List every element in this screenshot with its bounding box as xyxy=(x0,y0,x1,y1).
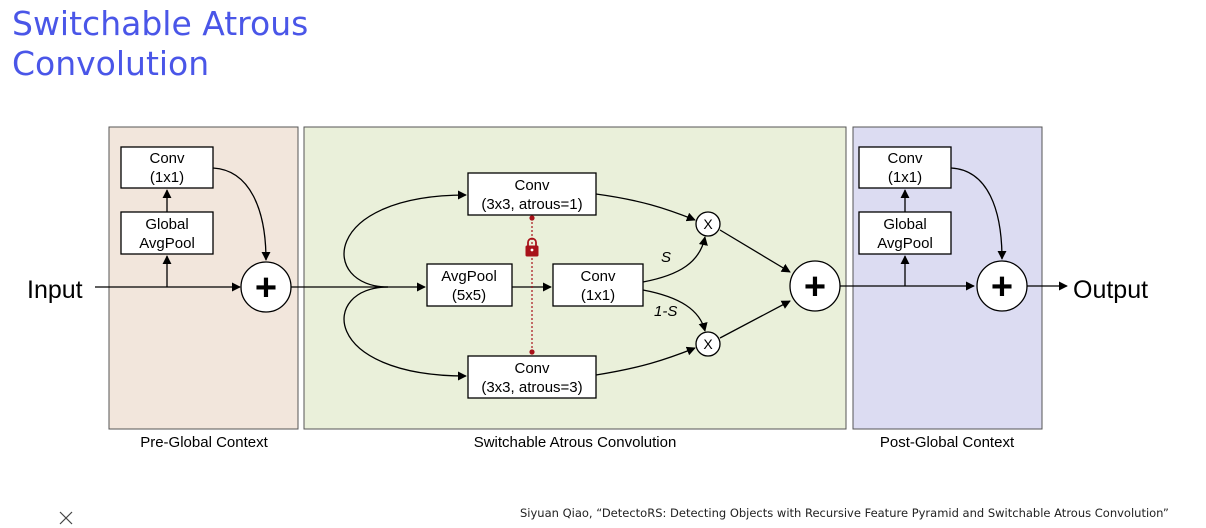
conv-1x1-box xyxy=(552,263,644,307)
pre-conv-line2: (1x1) xyxy=(150,169,184,186)
pre-global-context-caption: Pre-Global Context xyxy=(140,434,268,451)
output-label: Output xyxy=(1073,276,1148,304)
mult-top-symbol: X xyxy=(703,216,713,232)
s-to-mult-top xyxy=(642,236,708,283)
conv-atrous1-box xyxy=(467,172,597,216)
conv-atrous3-box xyxy=(467,355,597,399)
post-global-context-caption: Post-Global Context xyxy=(880,434,1015,451)
weight-share-bottom-dot xyxy=(529,349,535,355)
mult-bottom-circle xyxy=(695,331,721,357)
pre-conv-line1: Conv xyxy=(149,150,185,167)
post-conv-line2: (1x1) xyxy=(888,169,922,186)
pre-conv-box xyxy=(120,146,214,189)
conv-bottom-to-mult-bottom xyxy=(595,346,696,376)
post-plus-symbol: + xyxy=(991,266,1013,308)
title-line-2: Convolution xyxy=(12,44,210,83)
s-label: S xyxy=(661,249,671,266)
conv-top-to-mult-top xyxy=(595,193,696,222)
mult-top-circle xyxy=(695,211,721,237)
one-minus-s-label: 1-S xyxy=(654,303,677,320)
pre-pool-line2: AvgPool xyxy=(139,235,195,252)
avgpool-line2: (5x5) xyxy=(452,287,486,304)
input-label: Input xyxy=(27,276,83,304)
mult-bottom-to-sum-arrow xyxy=(719,300,791,339)
conv-atrous1-line1: Conv xyxy=(514,177,550,194)
post-conv-to-plus-arrow xyxy=(950,167,1007,260)
sac-caption: Switchable Atrous Convolution xyxy=(474,434,677,451)
post-conv-line1: Conv xyxy=(887,150,923,167)
conv-atrous3-line2: (3x3, atrous=3) xyxy=(481,379,582,396)
pre-plus-symbol: + xyxy=(255,267,277,309)
conv-1x1-line2: (1x1) xyxy=(581,287,615,304)
pre-conv-to-plus-arrow xyxy=(212,167,271,261)
one-minus-s-to-mult-bottom xyxy=(642,289,708,332)
close-icon[interactable] xyxy=(58,510,74,526)
post-conv-box xyxy=(858,146,952,189)
mult-top-to-sum-arrow xyxy=(719,229,791,273)
title-line-1: Switchable Atrous xyxy=(12,4,309,43)
conv-1x1-line1: Conv xyxy=(580,268,616,285)
post-pool-line2: AvgPool xyxy=(877,235,933,252)
conv-atrous3-line1: Conv xyxy=(514,360,550,377)
avgpool-5x5-box xyxy=(426,263,513,307)
slide-title: Switchable Atrous Convolution xyxy=(12,4,308,84)
post-global-avgpool-box xyxy=(858,211,952,255)
branch-to-conv-top xyxy=(343,190,467,288)
mult-bottom-symbol: X xyxy=(703,336,713,352)
citation: Siyuan Qiao, “DetectoRS: Detecting Objec… xyxy=(520,506,1169,520)
conv-atrous1-line2: (3x3, atrous=1) xyxy=(481,196,582,213)
pre-pool-line1: Global xyxy=(145,216,188,233)
avgpool-line1: AvgPool xyxy=(441,268,497,285)
sac-plus-symbol: + xyxy=(804,266,826,308)
post-pool-line1: Global xyxy=(883,216,926,233)
weight-share-top-dot xyxy=(529,215,535,221)
branch-to-conv-bottom xyxy=(343,286,467,381)
lock-icon xyxy=(525,237,539,257)
